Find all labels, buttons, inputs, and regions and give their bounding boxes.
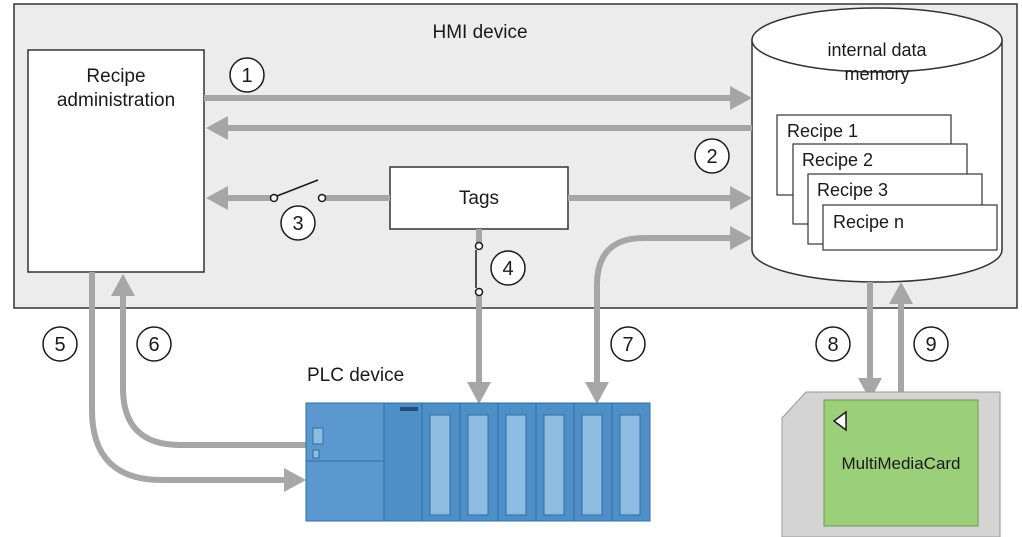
arrow-3-tags-to-admin [206,186,390,210]
memory-label-line1: internal data [827,40,927,60]
multimediacard-icon [781,391,1001,537]
number-marker-7: 7 [610,326,646,362]
svg-text:Recipe 3: Recipe 3 [817,180,888,200]
arrow-tags-to-memory [568,186,752,210]
svg-text:1: 1 [241,65,252,87]
number-marker-5: 5 [42,326,78,362]
arrow-6-plc-to-admin [111,274,306,448]
recipe-administration-label-line2: administration [57,90,175,111]
svg-text:Recipe 1: Recipe 1 [787,121,858,141]
svg-text:6: 6 [148,334,159,356]
svg-text:Recipe 2: Recipe 2 [802,150,873,170]
arrow-7-plc-memory [585,226,752,404]
svg-text:7: 7 [622,334,633,356]
svg-text:3: 3 [292,213,303,235]
number-marker-9: 9 [913,326,949,362]
number-marker-4: 4 [490,250,526,286]
multimediacard-label: MultiMediaCard [841,454,960,473]
number-marker-2: 2 [694,138,730,174]
arrow-8-memory-to-card [858,282,882,400]
number-marker-1: 1 [229,57,265,93]
svg-text:9: 9 [925,334,936,356]
svg-text:Recipe n: Recipe n [833,212,904,232]
svg-text:8: 8 [827,334,838,356]
svg-text:4: 4 [502,258,513,280]
memory-label-line2: memory [844,64,909,84]
svg-text:5: 5 [54,334,65,356]
arrow-1-admin-to-memory [204,86,752,110]
svg-text:2: 2 [706,146,717,168]
plc-power-supply-module [305,402,385,522]
arrow-9-card-to-memory [889,282,913,394]
recipe-administration-box [27,49,205,273]
number-marker-3: 3 [280,205,316,241]
number-marker-8: 8 [815,326,851,362]
number-marker-6: 6 [136,326,172,362]
plc-device-label: PLC device [307,365,404,386]
switch-icon-3 [269,179,327,203]
plc-device [305,402,651,522]
arrow-2-memory-to-admin [206,116,752,140]
switch-icon-4 [474,241,484,297]
tags-label: Tags [459,188,499,209]
plc-cpu-module [383,402,423,522]
arrow-5-admin-to-plc [89,272,306,492]
recipe-administration-label-line1: Recipe [86,66,145,87]
recipe-card-n: Recipe n [822,204,998,251]
hmi-device-title: HMI device [432,22,527,43]
